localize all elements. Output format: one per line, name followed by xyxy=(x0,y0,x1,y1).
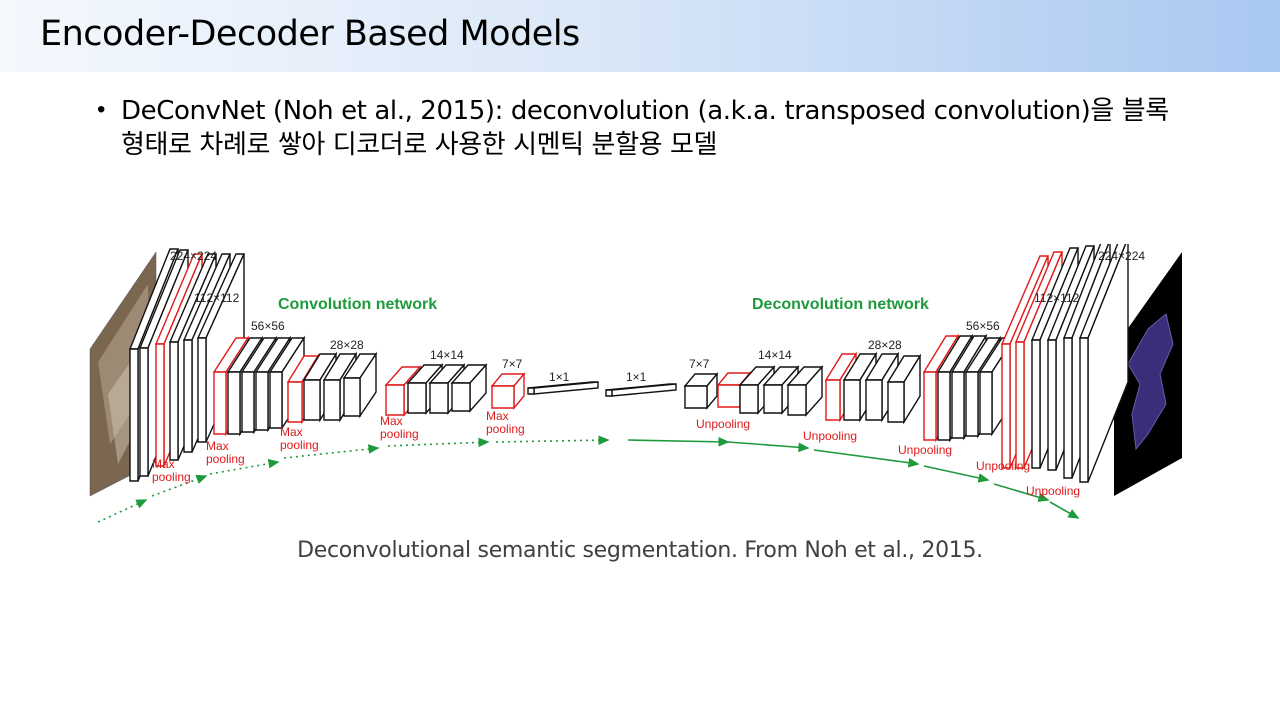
deconv-layer-block xyxy=(886,353,922,425)
unpooling-label: Unpooling xyxy=(976,459,1030,473)
max-pooling-label: Max xyxy=(280,425,303,439)
convolution-network-label: Convolution network xyxy=(278,296,437,313)
max-pooling-label: pooling xyxy=(280,438,319,452)
deconv-layer-block xyxy=(683,372,719,410)
bullet-icon: • xyxy=(97,96,106,123)
size-label: 7×7 xyxy=(502,357,523,371)
size-label: 28×28 xyxy=(868,338,902,352)
figure-caption: Deconvolutional semantic segmentation. F… xyxy=(297,538,983,563)
bullet-text: DeConvNet (Noh et al., 2015): deconvolut… xyxy=(121,96,1169,160)
flow-arrow xyxy=(627,437,730,447)
max-pooling-label: Max xyxy=(380,414,403,428)
flow-arrow xyxy=(97,499,148,523)
size-label: 1×1 xyxy=(549,370,570,384)
size-label: 224×224 xyxy=(170,249,217,263)
max-pooling-label: pooling xyxy=(206,452,245,466)
max-pooling-label: Max xyxy=(486,409,509,423)
flow-arrow xyxy=(993,483,1050,502)
unpooling-label: Unpooling xyxy=(1026,484,1080,498)
slide-header xyxy=(0,0,1280,72)
slide-title: Encoder-Decoder Based Models xyxy=(40,14,580,54)
unpooling-label: Unpooling xyxy=(898,443,952,457)
pooling-layer-block xyxy=(490,372,526,410)
size-label: 14×14 xyxy=(430,348,464,362)
max-pooling-label: pooling xyxy=(380,427,419,441)
flow-arrow xyxy=(387,437,490,448)
deconvnet-architecture-diagram: Convolution network Deconvolution networ… xyxy=(89,244,1182,523)
max-pooling-label: pooling xyxy=(152,470,191,484)
flow-arrow xyxy=(923,465,990,483)
size-label: 14×14 xyxy=(758,348,792,362)
max-pooling-label: Max xyxy=(152,457,175,471)
flow-arrow xyxy=(495,435,610,445)
deconv-layer-block xyxy=(786,365,824,417)
deconv-layer-block xyxy=(842,351,878,423)
size-label: 224×224 xyxy=(1098,249,1145,263)
flow-arrow xyxy=(283,444,380,459)
flow-arrow xyxy=(1049,501,1080,519)
flow-arrow xyxy=(813,449,920,468)
deconvolution-network-label: Deconvolution network xyxy=(752,296,929,313)
max-pooling-label: Max xyxy=(206,439,229,453)
max-pooling-label: pooling xyxy=(486,422,525,436)
size-label: 1×1 xyxy=(626,370,647,384)
conv-layer-block xyxy=(450,363,488,413)
size-label: 56×56 xyxy=(251,319,285,333)
input-image-detail xyxy=(98,284,150,444)
size-label: 112×112 xyxy=(194,291,240,305)
fc-layer-block xyxy=(605,383,677,397)
output-mask-object xyxy=(1127,313,1174,451)
unpooling-label: Unpooling xyxy=(803,429,857,443)
deconv-layer-block xyxy=(1078,244,1129,483)
conv-layer-block xyxy=(342,351,378,419)
size-label: 56×56 xyxy=(966,319,1000,333)
flow-arrow xyxy=(727,441,810,453)
size-label: 112×112 xyxy=(1034,291,1080,305)
fc-layer-block xyxy=(527,381,599,395)
size-label: 28×28 xyxy=(330,338,364,352)
unpooling-label: Unpooling xyxy=(696,417,750,431)
size-label: 7×7 xyxy=(689,357,710,371)
